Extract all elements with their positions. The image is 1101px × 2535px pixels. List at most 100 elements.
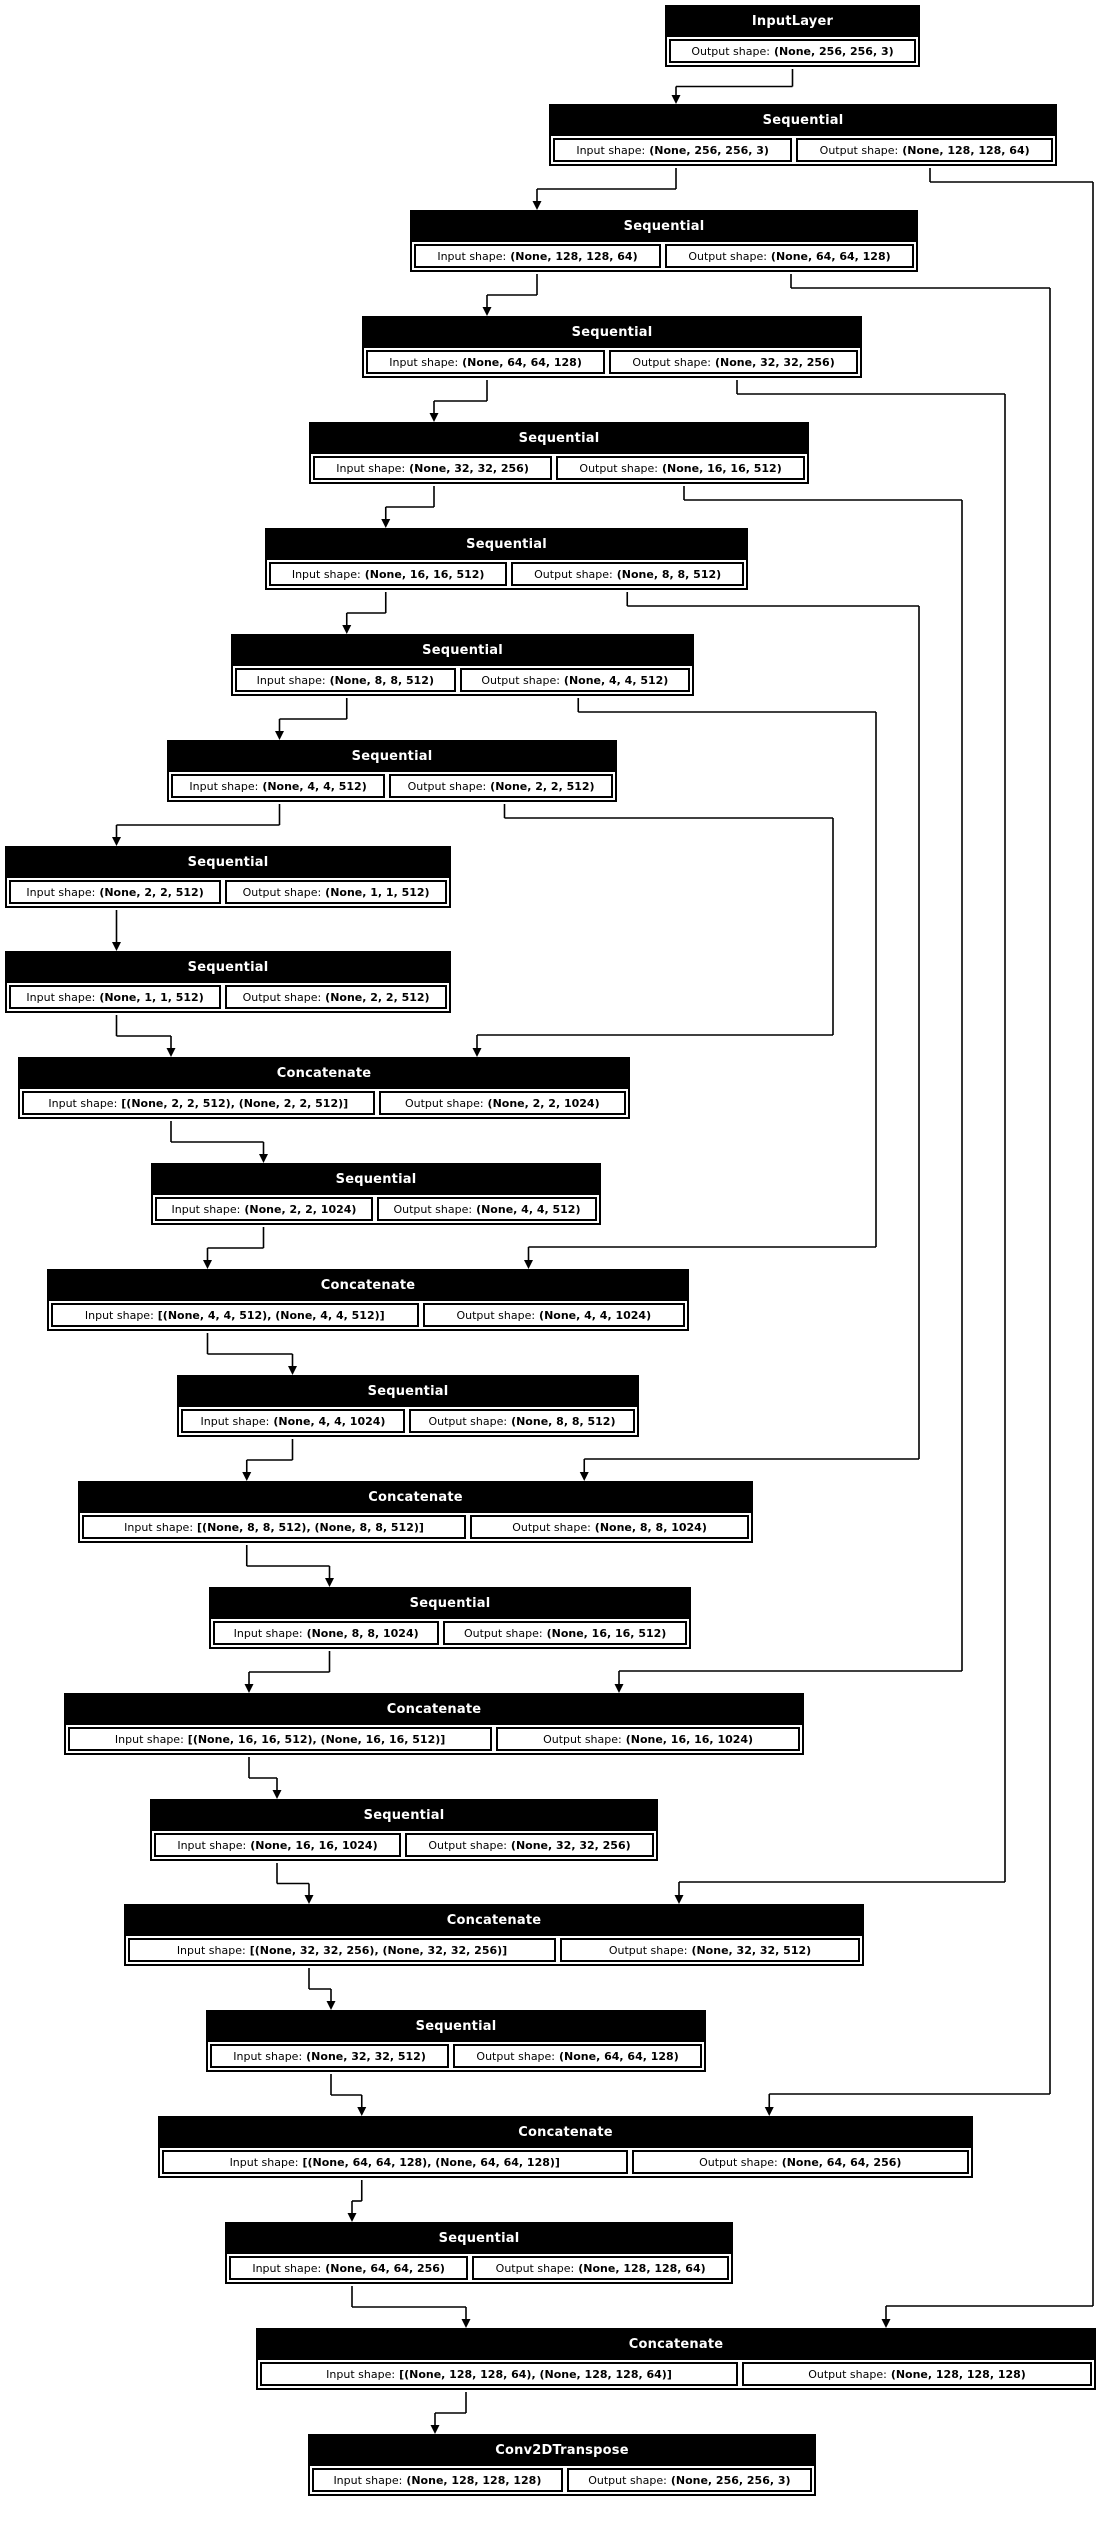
output-shape-cell: Output shape:(None, 128, 128, 128) — [742, 2362, 1093, 2386]
input-shape-cell-label: Input shape: — [200, 1414, 270, 1428]
output-shape-cell: Output shape:(None, 128, 128, 64) — [796, 138, 1053, 162]
edge-arrowhead — [461, 2319, 471, 2328]
output-shape-cell: Output shape:(None, 256, 256, 3) — [669, 39, 916, 63]
input-shape-cell-value: (None, 8, 8, 1024) — [306, 1626, 419, 1640]
output-shape-cell-value: (None, 2, 2, 512) — [325, 990, 430, 1004]
output-shape-cell-value: (None, 256, 256, 3) — [670, 2473, 791, 2487]
output-shape-cell-label: Output shape: — [819, 143, 899, 157]
input-shape-cell: Input shape:(None, 64, 64, 128) — [366, 350, 606, 374]
input-shape-cell-value: [(None, 4, 4, 512), (None, 4, 4, 512)] — [157, 1308, 385, 1322]
edge-arrowhead — [304, 1895, 314, 1904]
input-shape-cell: Input shape:(None, 8, 8, 512) — [235, 668, 456, 692]
shape-row: Input shape:(None, 16, 16, 512)Output sh… — [267, 560, 746, 588]
shape-row: Input shape:[(None, 2, 2, 512), (None, 2… — [20, 1089, 628, 1117]
output-shape-cell: Output shape:(None, 4, 4, 512) — [459, 668, 690, 692]
input-shape-cell-label: Input shape: — [576, 143, 646, 157]
edge-arrowhead — [244, 1684, 254, 1693]
layer-type-label: Concatenate — [49, 1271, 687, 1301]
output-shape-cell-label: Output shape: — [242, 885, 322, 899]
output-shape-cell-value: (None, 8, 8, 512) — [511, 1414, 616, 1428]
output-shape-cell: Output shape:(None, 64, 64, 128) — [664, 244, 914, 268]
input-shape-cell-value: [(None, 16, 16, 512), (None, 16, 16, 512… — [187, 1732, 446, 1746]
input-shape-cell-value: [(None, 64, 64, 128), (None, 64, 64, 128… — [302, 2155, 560, 2169]
output-shape-cell: Output shape:(None, 32, 32, 512) — [560, 1938, 860, 1962]
layer-type-label: Sequential — [179, 1377, 637, 1407]
layer-type-label: Sequential — [211, 1589, 689, 1619]
layer-type-label: Concatenate — [20, 1059, 628, 1089]
edge-arrowhead — [325, 1578, 334, 1587]
output-shape-cell-label: Output shape: — [808, 2367, 887, 2381]
input-shape-cell-value: (None, 32, 32, 256) — [409, 461, 529, 475]
input-shape-cell: Input shape:(None, 2, 2, 512) — [9, 880, 222, 904]
output-shape-cell-label: Output shape: — [393, 1202, 473, 1216]
layer-type-label: Concatenate — [160, 2118, 971, 2148]
output-shape-cell-label: Output shape: — [588, 2473, 667, 2487]
input-shape-cell: Input shape:(None, 16, 16, 512) — [269, 562, 508, 586]
input-shape-cell-label: Input shape: — [437, 249, 507, 263]
input-shape-cell: Input shape:(None, 64, 64, 256) — [229, 2256, 469, 2280]
input-shape-cell-label: Input shape: — [333, 2473, 403, 2487]
input-shape-cell-label: Input shape: — [26, 990, 96, 1004]
output-shape-cell-label: Output shape: — [407, 779, 487, 793]
output-shape-cell-value: (None, 16, 16, 1024) — [625, 1732, 754, 1746]
edge-arrowhead — [482, 307, 492, 316]
output-shape-cell: Output shape:(None, 16, 16, 1024) — [496, 1727, 800, 1751]
output-shape-cell: Output shape:(None, 8, 8, 512) — [408, 1409, 635, 1433]
output-shape-cell-value: (None, 8, 8, 1024) — [594, 1520, 707, 1534]
input-shape-cell-value: [(None, 128, 128, 64), (None, 128, 128, … — [399, 2367, 672, 2381]
shape-row: Input shape:(None, 64, 64, 128)Output sh… — [364, 348, 860, 376]
output-shape-cell: Output shape:(None, 8, 8, 512) — [511, 562, 744, 586]
input-shape-cell-value: (None, 64, 64, 128) — [462, 355, 582, 369]
input-shape-cell-label: Input shape: — [229, 2155, 299, 2169]
input-shape-cell-value: [(None, 32, 32, 256), (None, 32, 32, 256… — [249, 1943, 508, 1957]
input-shape-cell-value: (None, 32, 32, 512) — [306, 2049, 426, 2063]
output-shape-cell-label: Output shape: — [242, 990, 322, 1004]
output-shape-cell-label: Output shape: — [481, 673, 560, 687]
layer-type-label: Conv2DTranspose — [310, 2436, 814, 2466]
layer-type-label: Sequential — [152, 1801, 656, 1831]
input-shape-cell: Input shape:[(None, 8, 8, 512), (None, 8… — [82, 1515, 467, 1539]
edge-arrowhead — [614, 1684, 624, 1693]
edge-arrowhead — [326, 2001, 336, 2010]
input-shape-cell: Input shape:(None, 8, 8, 1024) — [213, 1621, 440, 1645]
output-shape-cell-value: (None, 64, 64, 128) — [559, 2049, 679, 2063]
output-shape-cell-value: (None, 8, 8, 512) — [616, 567, 722, 581]
output-shape-cell-label: Output shape: — [476, 2049, 556, 2063]
input-shape-cell-value: (None, 1, 1, 512) — [99, 990, 204, 1004]
shape-row: Input shape:[(None, 32, 32, 256), (None,… — [126, 1936, 862, 1964]
shape-row: Input shape:(None, 32, 32, 512) Output sh… — [208, 2042, 704, 2070]
shape-row: Input shape:(None, 8, 8, 1024)Output sha… — [211, 1619, 689, 1647]
shape-row: Input shape:[(None, 128, 128, 64), (None… — [258, 2360, 1094, 2388]
output-shape-cell-value: (None, 4, 4, 512) — [476, 1202, 581, 1216]
input-shape-cell-value: (None, 64, 64, 256) — [325, 2261, 445, 2275]
output-shape-cell-value: (None, 32, 32, 256) — [715, 355, 835, 369]
edge-arrowhead — [532, 201, 542, 210]
input-shape-cell: Input shape:(None, 32, 32, 512) — [210, 2044, 450, 2068]
input-shape-cell-label: Input shape: — [326, 2367, 396, 2381]
output-shape-cell-value: (None, 256, 256, 3) — [773, 44, 894, 58]
